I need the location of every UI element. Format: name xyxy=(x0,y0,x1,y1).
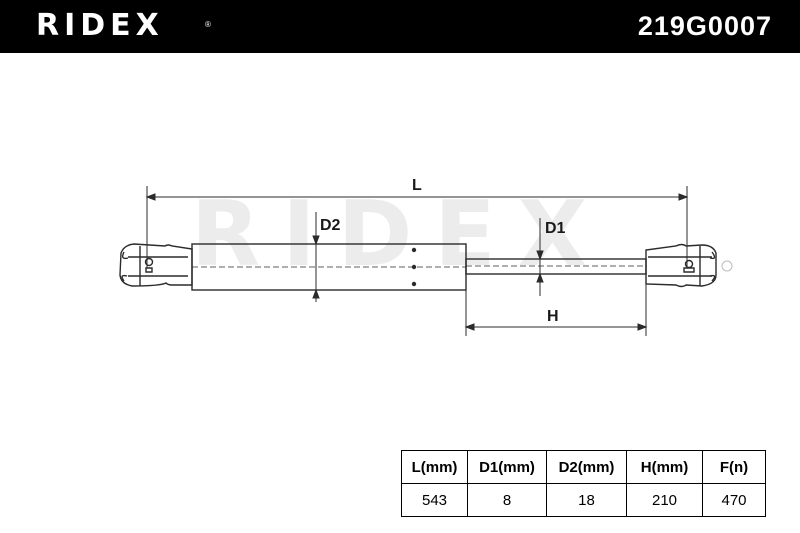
label-H: H xyxy=(547,308,559,325)
spring-body xyxy=(119,243,717,291)
header-D2: D2(mm) xyxy=(546,450,627,484)
specs-table: L(mm) D1(mm) D2(mm) H(mm) F(n) 543 8 18 … xyxy=(401,450,766,517)
label-L: L xyxy=(412,177,422,194)
header-bar: RIDEX ® 219G0007 xyxy=(0,0,800,53)
registered-mark: ® xyxy=(205,20,211,29)
right-end-detail xyxy=(648,246,712,286)
label-D2: D2 xyxy=(320,217,341,234)
left-pivot xyxy=(144,257,154,267)
part-number: 219G0007 xyxy=(637,11,772,41)
value-H: 210 xyxy=(626,483,703,517)
brand-logo: RIDEX xyxy=(36,8,164,43)
dimension-lines xyxy=(145,186,689,336)
value-L: 543 xyxy=(401,483,468,517)
value-D2: 18 xyxy=(546,483,627,517)
value-F: 470 xyxy=(702,483,766,517)
left-end-fitting xyxy=(119,243,193,287)
specs-header-row: L(mm) D1(mm) D2(mm) H(mm) F(n) xyxy=(401,450,766,484)
header-H: H(mm) xyxy=(626,450,703,484)
header-L: L(mm) xyxy=(401,450,468,484)
watermark-logo: RIDEX xyxy=(191,182,609,287)
header-D1: D1(mm) xyxy=(467,450,547,484)
specs-value-row: 543 8 18 210 470 xyxy=(401,483,766,517)
value-D1: 8 xyxy=(467,483,547,517)
left-end-detail xyxy=(128,246,188,286)
header-F: F(n) xyxy=(702,450,766,484)
label-D1: D1 xyxy=(545,220,566,237)
right-end-fitting xyxy=(645,243,717,288)
